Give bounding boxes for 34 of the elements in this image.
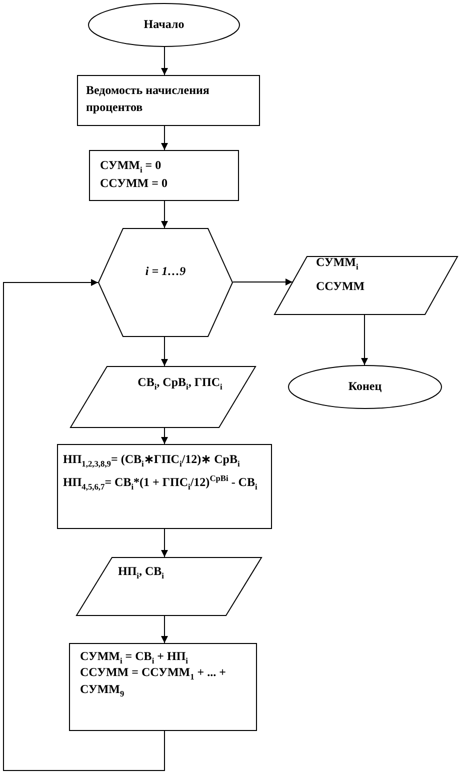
formula-text: НП$_{4,5,6,7}$= СВ$_{i}$*(1 + ГПС$_{i}$/12)$^{СрВi}$ - СВ$_{i}$ — [63, 474, 258, 491]
loop-hexagon — [98, 228, 233, 337]
io-parallelogram — [70, 366, 256, 428]
step-text: ССУММ = 0 — [100, 175, 168, 192]
arrow — [361, 314, 368, 366]
step-text: СВ$_{i}$, СрВ$_{i}$, ГПС$_{i}$ — [136, 374, 224, 391]
process-box — [77, 75, 260, 126]
step-text: ССУММ = ССУММ$_{1}$ + ... + СУММ$_{9}$ — [80, 664, 227, 698]
process-box — [57, 444, 272, 529]
terminal-ellipse — [288, 365, 442, 409]
formula-text: НП$_{1,2,3,8,9}$= (СВ$_{i}$∗ГПС$_{i}$/12)∗ СрВ$_{i}$ — [63, 451, 241, 468]
arrow — [161, 46, 168, 76]
arrow — [161, 528, 168, 558]
step-text: Конец — [347, 378, 383, 395]
step-text: НП$_{i}$, СВ$_{i}$ — [118, 563, 165, 580]
step-text: СУММ$_{i}$ = 0 — [100, 157, 162, 174]
process-box — [69, 643, 257, 731]
process-box — [89, 150, 239, 201]
arrow — [232, 278, 293, 286]
loop-condition-text: i = 1…9 — [144, 263, 187, 280]
step-text: ССУММ — [316, 278, 366, 295]
arrow — [161, 336, 168, 366]
step-text: СУММ$_{i}$ = СВ$_{i}$ + НП$_{i}$ — [80, 648, 189, 665]
arrow — [161, 126, 168, 150]
step-text: Начало — [142, 16, 186, 33]
terminal-ellipse — [88, 3, 240, 47]
arrow — [161, 428, 168, 444]
arrow — [161, 616, 168, 644]
arrow — [3, 279, 165, 771]
step-text: Ведомость начисления процентов — [86, 82, 210, 116]
io-parallelogram — [274, 256, 458, 315]
arrow — [161, 200, 168, 228]
io-parallelogram — [76, 557, 262, 616]
step-text: СУММ$_{i}$ — [316, 254, 360, 271]
